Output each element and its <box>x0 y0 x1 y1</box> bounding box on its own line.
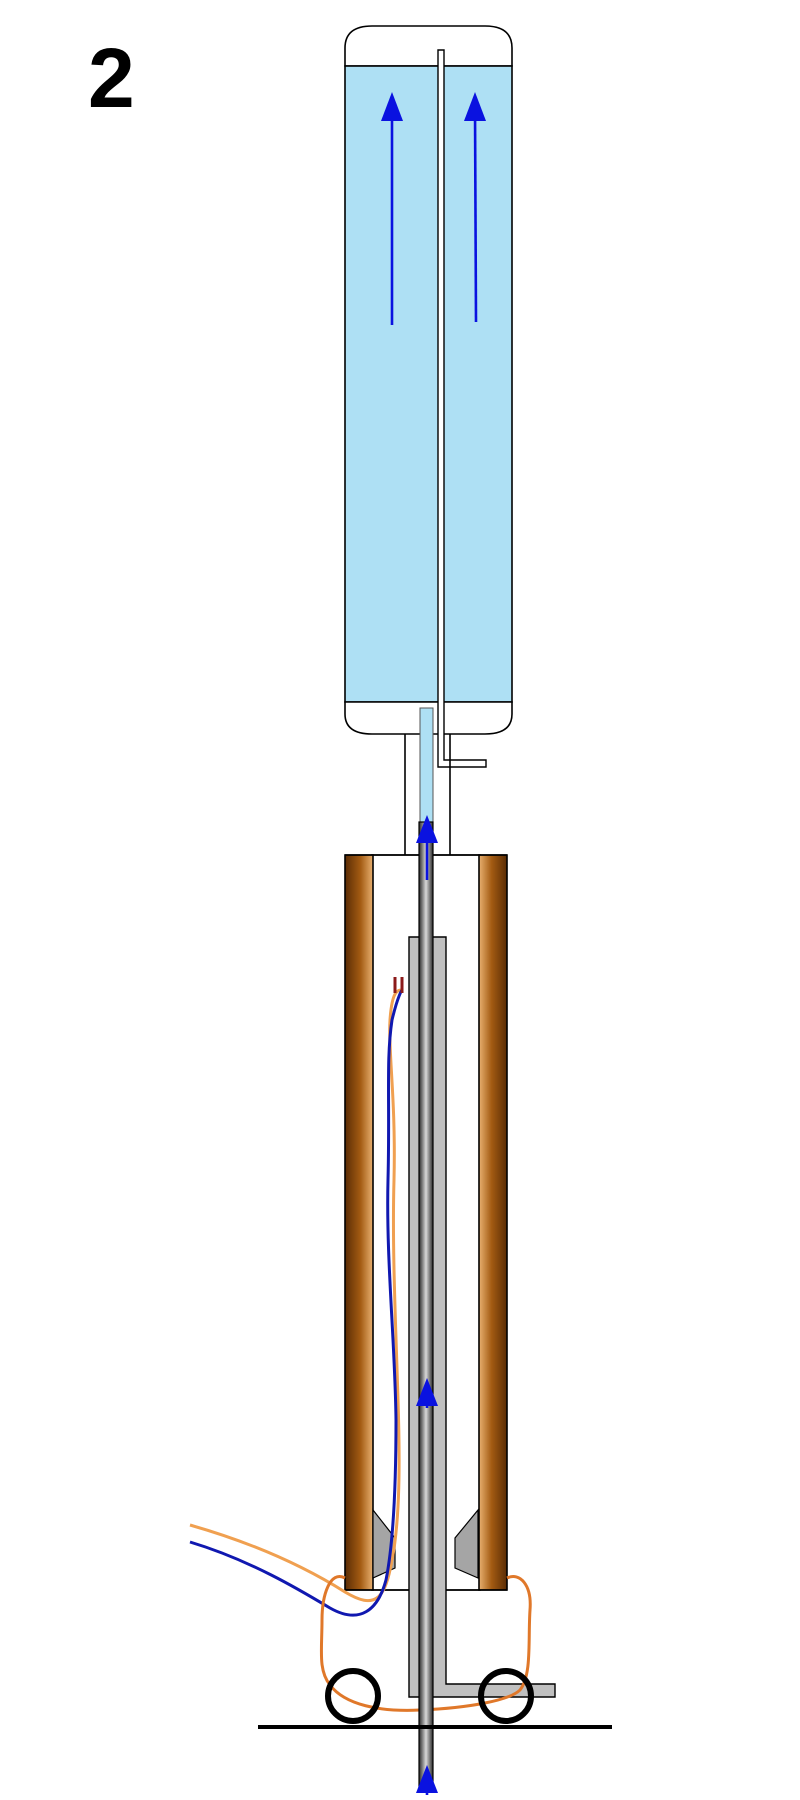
vessel-top-cap <box>344 25 513 67</box>
probe-tip <box>393 977 404 993</box>
heater-rod <box>418 821 434 1791</box>
seal-wedge-right <box>454 1508 479 1579</box>
vessel-neck <box>404 707 451 855</box>
vessel-water <box>344 65 513 703</box>
probe-wires <box>189 977 404 1617</box>
wheel-icon <box>325 1668 381 1724</box>
arrow-up-icon <box>464 92 486 323</box>
vent-pipe <box>437 49 487 768</box>
support-tube <box>408 936 556 1698</box>
wheel-icon <box>478 1668 534 1724</box>
insulation-right <box>478 854 508 1591</box>
arrow-up-icon <box>416 815 438 880</box>
insulation-left <box>344 854 374 1591</box>
arrow-up-icon <box>416 1765 438 1795</box>
arrow-up-icon <box>381 92 403 325</box>
water-vessel <box>344 25 513 768</box>
probe-wire-blue <box>189 989 404 1617</box>
arrow-up-icon <box>416 1378 438 1408</box>
step-number: 2 <box>88 31 135 125</box>
